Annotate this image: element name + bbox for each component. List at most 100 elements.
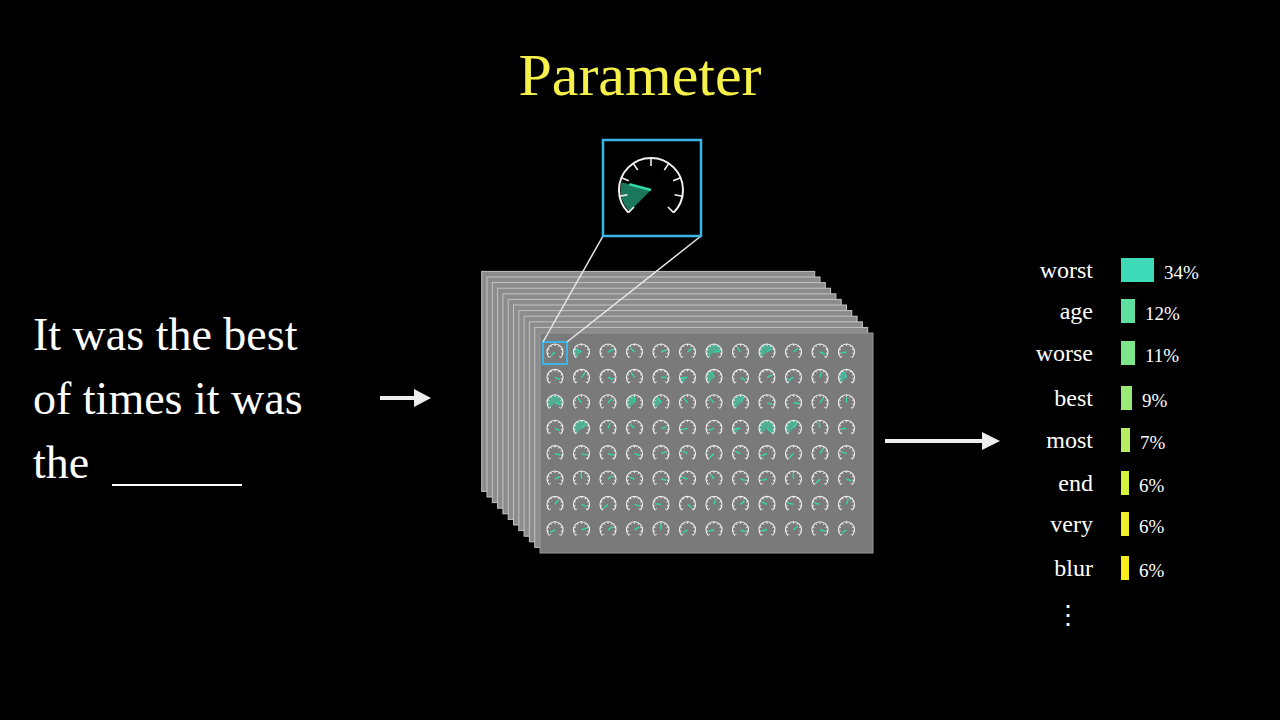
dial-tick (824, 483, 825, 484)
dial-tick (683, 523, 684, 525)
dial-tick (559, 356, 560, 357)
dial-tick (824, 534, 825, 535)
dial-needle (582, 373, 586, 377)
dial-tick (693, 353, 695, 354)
dial-tick (839, 348, 841, 350)
dial-tick (639, 407, 640, 408)
dial-tick (693, 378, 695, 379)
dial-tick (745, 356, 746, 357)
dial-tick (740, 496, 741, 498)
dial-tick (561, 378, 563, 379)
dial-tick (640, 526, 642, 528)
token-word: very (1050, 512, 1093, 536)
dial-tick (551, 498, 552, 500)
dial-tick (746, 399, 748, 401)
dial-needle (661, 452, 666, 454)
dial-tick (561, 403, 563, 404)
dial-tick (693, 374, 695, 376)
dial-tick (708, 432, 709, 433)
dial-tick (824, 407, 825, 408)
dial-tick (640, 425, 642, 427)
dial-tick (611, 472, 612, 474)
dial-tick (788, 458, 789, 459)
dial-tick (763, 396, 764, 398)
dial-tick (826, 399, 828, 401)
dial-tick (548, 450, 550, 452)
dial-tick (852, 399, 854, 401)
dial-tick (710, 345, 711, 347)
dial-tick (733, 501, 735, 503)
dial-tick (736, 396, 737, 398)
dial-tick (841, 458, 842, 459)
dial-arc (732, 344, 748, 358)
dial-tick (587, 429, 589, 430)
dial-tick (798, 534, 799, 535)
dial-tick (548, 399, 550, 401)
dial-tick (558, 396, 559, 398)
dial-tick (793, 446, 794, 448)
dial-tick (561, 399, 563, 401)
dial-tick (559, 458, 560, 459)
dial-tick (813, 374, 815, 376)
dial-tick (842, 498, 843, 500)
dial-tick (634, 522, 635, 524)
dial-tick (601, 501, 603, 503)
dial-needle (767, 349, 772, 352)
dial-tick (549, 356, 550, 357)
dial-tick (720, 505, 722, 506)
dial-tick (736, 523, 737, 525)
dial-tick (654, 425, 656, 427)
dial-tick (746, 353, 748, 354)
dial-tick (585, 472, 586, 474)
dial-tick (640, 454, 642, 455)
dial-tick (714, 496, 715, 498)
dial-tick (600, 378, 602, 379)
dial-tick (654, 348, 656, 350)
dial-tick (638, 345, 639, 347)
dial-tick (604, 523, 605, 525)
dial-needle (820, 372, 822, 377)
dial-needle (794, 402, 800, 404)
dial-needle (711, 474, 714, 479)
dial-tick (638, 371, 639, 373)
dial-arc (600, 471, 616, 485)
probability-value: 11% (1145, 346, 1179, 365)
dial-needle (741, 501, 745, 505)
dial-tick (735, 534, 736, 535)
dial-tick (653, 530, 655, 531)
dial-tick (691, 472, 692, 474)
dial-tick (630, 498, 631, 500)
dial-tick (664, 396, 665, 398)
dial-tick (799, 374, 801, 376)
dial-tick (665, 483, 666, 484)
dial-tick (851, 483, 852, 484)
title: Parameter (518, 45, 761, 105)
dial-tick (839, 425, 841, 427)
dial-tick (680, 353, 682, 354)
dial-needle (608, 349, 613, 352)
dial-tick (826, 501, 828, 503)
dial-tick (720, 374, 722, 376)
dial-tick (655, 458, 656, 459)
dial-tick (733, 480, 735, 481)
dial-arc (812, 344, 828, 358)
dial-arc (547, 446, 563, 460)
dial-tick (760, 425, 762, 427)
dial-tick (770, 498, 771, 500)
dial-needle (841, 427, 847, 429)
dial-tick (793, 471, 794, 473)
dial-arc (812, 420, 828, 434)
dial-tick (816, 447, 817, 449)
dial-tick (574, 348, 576, 350)
dial-tick (799, 348, 801, 350)
dial-tick (692, 483, 693, 484)
dial-tick (740, 344, 741, 346)
dial-tick (773, 429, 775, 430)
dial-tick (601, 475, 603, 477)
dial-tick (549, 458, 550, 459)
dial-tick (767, 446, 768, 448)
dial-tick (852, 505, 854, 506)
dial-tick (759, 353, 761, 354)
dial-tick (558, 498, 559, 500)
dial-arc (679, 369, 695, 383)
